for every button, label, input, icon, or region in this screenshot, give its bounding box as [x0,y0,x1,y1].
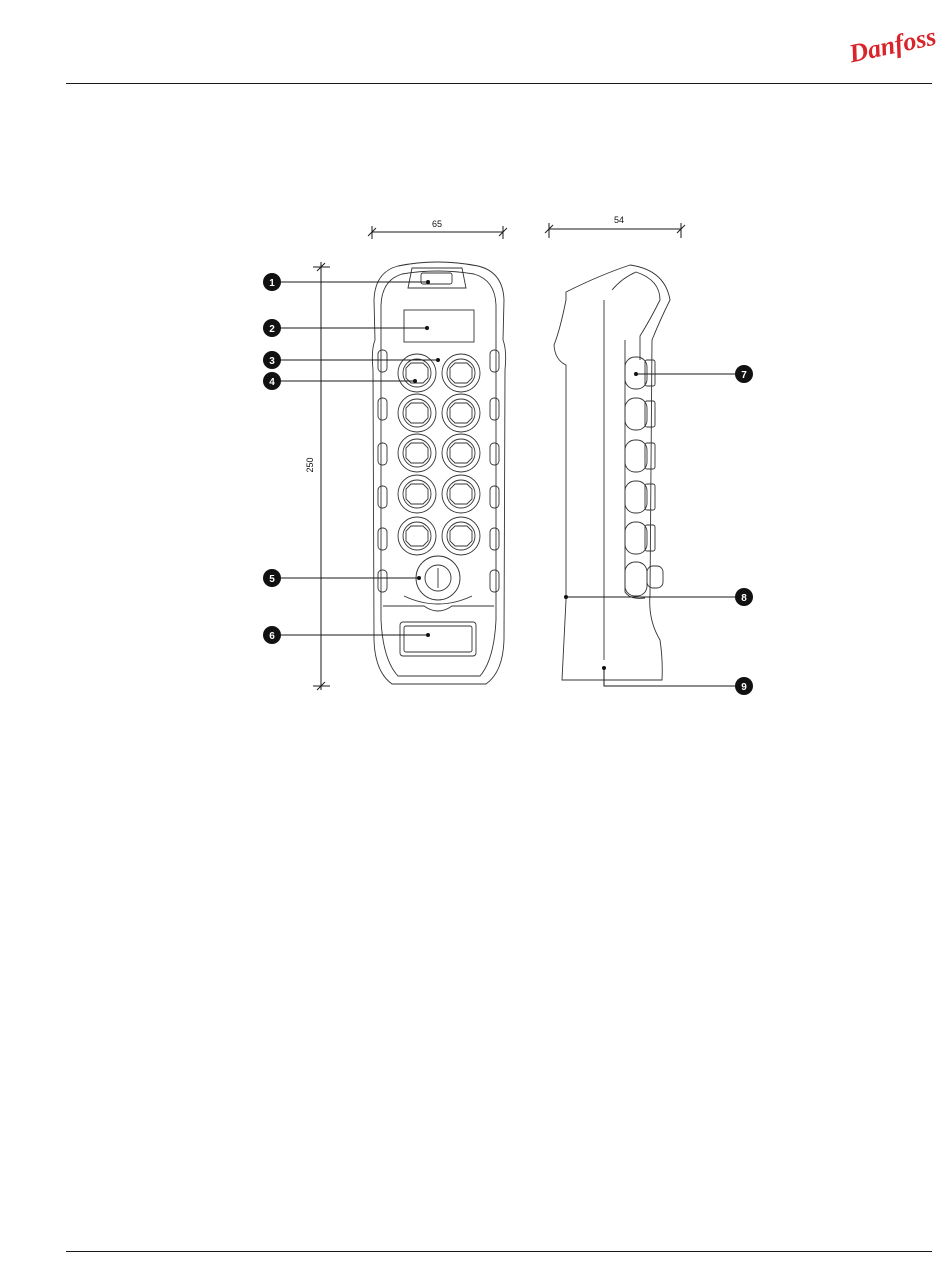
callout-1: 1 [263,273,430,291]
dim-label-250: 250 [305,457,315,472]
svg-text:2: 2 [269,324,275,335]
button-grid [398,354,480,555]
svg-text:1: 1 [269,278,275,289]
svg-text:7: 7 [741,370,747,381]
svg-text:5: 5 [269,574,275,585]
svg-text:4: 4 [269,377,275,388]
svg-text:9: 9 [741,682,747,693]
side-view [554,265,670,680]
callout-4: 4 [263,372,417,390]
callout-8: 8 [564,588,753,606]
callout-3: 3 [263,351,440,369]
dimension-width-side: 54 [545,215,685,238]
svg-text:8: 8 [741,593,747,604]
dim-label-54: 54 [614,215,624,225]
front-view [372,262,505,684]
dimension-width-front: 65 [368,219,507,239]
callout-5: 5 [263,569,421,587]
svg-text:3: 3 [269,356,275,367]
callout-6: 6 [263,626,430,644]
dim-label-65: 65 [432,219,442,229]
svg-text:6: 6 [269,631,275,642]
callout-9: 9 [602,666,753,695]
dimension-height: 250 [305,262,330,690]
